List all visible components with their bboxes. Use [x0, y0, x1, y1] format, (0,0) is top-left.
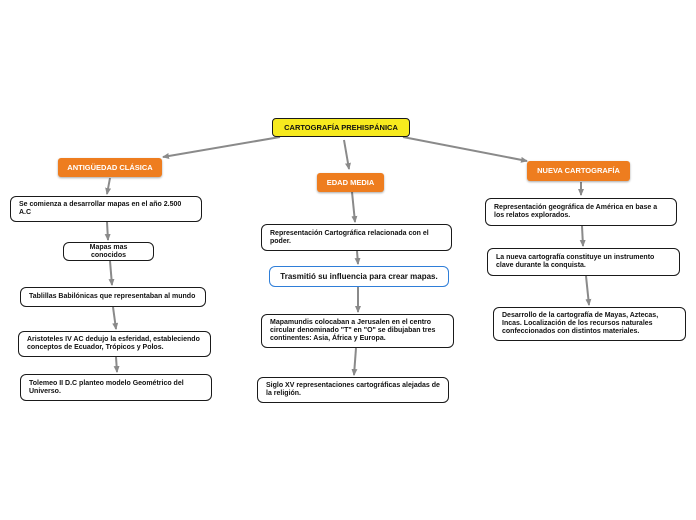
root-node[interactable]: CARTOGRAFÍA PREHISPÁNICA — [272, 118, 410, 137]
antiguedad-item-5[interactable]: Tolemeo II D.C planteo modelo Geométrico… — [20, 374, 212, 401]
connector-ant-3 — [108, 260, 115, 286]
connector-nue-3 — [585, 275, 592, 306]
edad-media-item-2[interactable]: Trasmitió su influencia para crear mapas… — [269, 266, 449, 287]
branch-antiguedad-clasica[interactable]: ANTIGÜEDAD CLÁSICA — [58, 158, 162, 177]
connector-ant-2 — [104, 221, 111, 241]
nueva-item-1[interactable]: Representación geográfica de América en … — [485, 198, 677, 226]
branch-edad-media[interactable]: EDAD MEDIA — [317, 173, 384, 192]
branch-nueva-cartografia[interactable]: NUEVA CARTOGRAFÍA — [527, 161, 630, 181]
nueva-item-2[interactable]: La nueva cartografía constituye un instr… — [487, 248, 680, 276]
connector-med-2 — [354, 250, 361, 265]
edad-media-item-3[interactable]: Mapamundis colocaban a Jerusalen en el c… — [261, 314, 454, 348]
antiguedad-item-3[interactable]: Tablillas Babilónicas que representaban … — [20, 287, 206, 307]
connector-ant-4 — [112, 306, 119, 330]
edad-media-item-1[interactable]: Representación Cartográfica relacionada … — [261, 224, 452, 251]
nueva-item-3[interactable]: Desarrollo de la cartografía de Mayas, A… — [493, 307, 686, 341]
antiguedad-item-4[interactable]: Aristoteles IV AC dedujo la esferidad, e… — [18, 331, 211, 357]
connector-med-4 — [351, 347, 358, 376]
connector-root-nueva — [402, 136, 528, 163]
antiguedad-item-2[interactable]: Mapas mas conocidos — [63, 242, 154, 261]
edad-media-item-4[interactable]: Siglo XV representaciones cartográficas … — [257, 377, 449, 403]
connector-root-edad-media — [343, 139, 351, 170]
connector-ant-5 — [113, 356, 120, 373]
connector-med-1 — [351, 191, 358, 223]
connector-root-antiguedad — [162, 136, 281, 159]
antiguedad-item-1[interactable]: Se comienza a desarrollar mapas en el añ… — [10, 196, 202, 222]
connector-nue-2 — [579, 225, 586, 247]
connector-ant-1 — [105, 177, 112, 195]
